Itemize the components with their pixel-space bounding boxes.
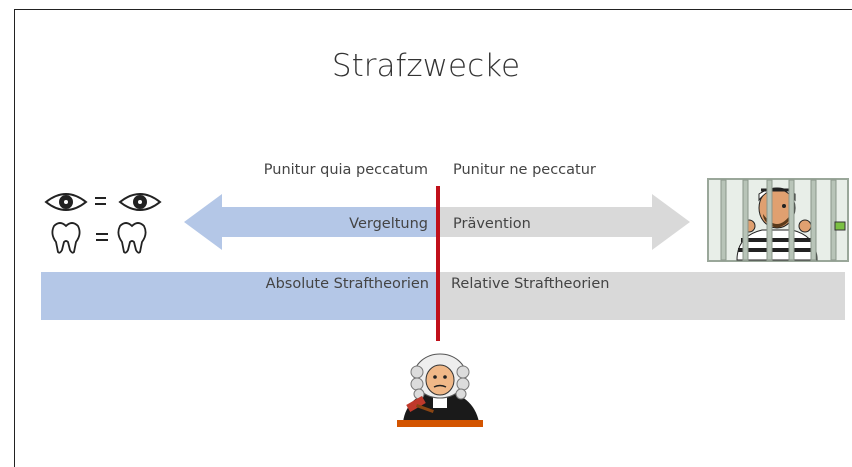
right-arrow [440,194,690,250]
left-heading: Punitur quia peccatum [263,162,428,178]
judge-icon [397,353,483,427]
divider-line [436,186,440,341]
eye-equals-eye-icon [44,193,162,254]
absolute-theories-bar [41,272,436,320]
prisoner-icon [707,178,849,262]
absolute-theories-label: Absolute Straftheorien [265,276,429,292]
left-arrow [184,194,436,250]
right-heading: Punitur ne peccatur [453,162,596,178]
slide-title: Strafzwecke [331,48,521,84]
right-arrow-label: Prävention [453,216,531,232]
relative-theories-bar [440,272,845,320]
relative-theories-label: Relative Straftheorien [451,276,610,292]
left-arrow-label: Vergeltung [349,216,428,232]
